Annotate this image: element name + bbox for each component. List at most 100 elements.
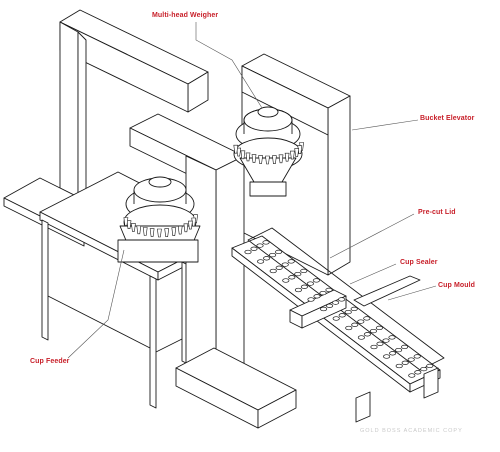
cup-hole <box>257 259 265 264</box>
cup-hole <box>275 249 283 255</box>
cup-hole <box>325 287 333 293</box>
cup-hole <box>420 366 428 372</box>
cup-hole <box>288 275 296 280</box>
weigher-bucket <box>131 223 136 232</box>
cup-hole <box>414 370 422 375</box>
cup-hole <box>351 322 359 327</box>
cup-hole <box>287 259 295 264</box>
cup-hole <box>320 306 328 312</box>
cup-hole <box>375 325 383 331</box>
cup-hole <box>407 357 415 362</box>
weigher-bucket <box>294 148 300 157</box>
cup-hole <box>269 268 277 274</box>
weigher-bucket <box>284 152 290 162</box>
weigher-bucket <box>177 225 183 235</box>
cup-hole <box>332 300 340 305</box>
cup-hole <box>275 265 283 270</box>
cup-hole <box>307 297 315 302</box>
cup-hole <box>401 344 409 350</box>
weigher-buckets <box>123 142 304 238</box>
label-cup-mould: Cup Mould <box>438 282 476 289</box>
label-bucket-elevator: Bucket Elevator <box>420 115 475 122</box>
cup-hole <box>388 335 396 340</box>
watermark: GOLD BOSS ACADEMIC COPY <box>360 428 463 434</box>
cup-hole <box>281 262 289 267</box>
cup-hole <box>313 294 321 299</box>
cup-hole <box>357 319 365 324</box>
cup-hole <box>262 240 270 245</box>
weigher-bucket <box>272 155 277 164</box>
weigher-bucket <box>233 144 239 154</box>
weigher-bucket <box>236 147 242 157</box>
cup-hole <box>294 287 302 293</box>
weigher-bucket <box>183 223 189 233</box>
label-cup-feeder: Cup Feeder <box>30 358 70 365</box>
cup-hole <box>382 338 390 343</box>
front-frame <box>129 113 297 429</box>
cup-hole <box>369 328 377 334</box>
cup-hole <box>244 249 252 255</box>
cup-hole <box>319 290 327 296</box>
weigher-bucket <box>142 227 148 236</box>
cup-hole <box>282 278 290 283</box>
cup-hole <box>370 344 378 350</box>
cup-hole <box>363 316 371 321</box>
cup-hole <box>332 316 340 321</box>
cup-hole <box>306 281 314 286</box>
leader-multihead <box>195 22 263 109</box>
cup-hole <box>357 335 365 340</box>
weigher-bucket <box>149 228 155 237</box>
cup-hole <box>376 341 384 346</box>
leader-cup-mould <box>387 285 437 301</box>
cup-hole <box>401 360 409 365</box>
cup-hole <box>294 271 302 277</box>
weigher-bucket <box>123 217 129 226</box>
cup-hole <box>426 363 434 369</box>
cup-hole <box>263 256 271 261</box>
cup-hole <box>312 278 320 283</box>
label-multihead-weigher: Multi-head Weigher <box>152 12 219 19</box>
cup-hole <box>300 268 308 274</box>
cup-hole <box>250 246 258 251</box>
weigher-bucket <box>188 220 193 230</box>
leader-cup-feeder <box>67 249 125 359</box>
cup-hole <box>300 284 308 289</box>
cup-hole <box>338 297 346 302</box>
cup-hole <box>350 306 358 312</box>
cup-hole <box>383 354 391 359</box>
label-cup-sealer: Cup Sealer <box>400 259 438 266</box>
cup-hole <box>395 363 403 369</box>
cup-hole <box>326 303 334 308</box>
cup-hole <box>345 325 353 331</box>
leader-cup-sealer <box>349 263 397 285</box>
weigher-bucket <box>251 154 257 163</box>
weigher-bucket <box>290 150 295 160</box>
weigher-bucket <box>157 228 162 238</box>
cup-hole <box>389 351 397 356</box>
back-left-frame <box>59 9 209 198</box>
weigher-bucket <box>126 220 132 229</box>
weigher-bucket <box>240 150 246 160</box>
cup-hole <box>338 313 346 318</box>
cup-hole <box>408 373 416 378</box>
leader-bucket-elevator <box>351 119 419 131</box>
weigher-bucket <box>171 227 177 236</box>
cup-hole <box>395 347 403 353</box>
cup-hole <box>269 252 277 258</box>
cup-hole <box>413 354 421 359</box>
cup-hole <box>256 243 264 248</box>
weigher-bucket <box>265 155 270 165</box>
cup-mould-holes <box>244 240 434 378</box>
weigher-bucket <box>278 154 284 164</box>
weigher-bucket <box>164 228 170 237</box>
weigher-bucket <box>258 155 263 164</box>
weigher-rear <box>233 106 303 197</box>
leader-precut-lid <box>329 213 415 259</box>
cup-hole <box>344 309 352 315</box>
cup-hole <box>363 332 371 337</box>
label-precut-lid: Pre-cut Lid <box>418 209 456 216</box>
weigher-bucket <box>136 225 142 235</box>
weigher-bucket <box>245 152 251 162</box>
